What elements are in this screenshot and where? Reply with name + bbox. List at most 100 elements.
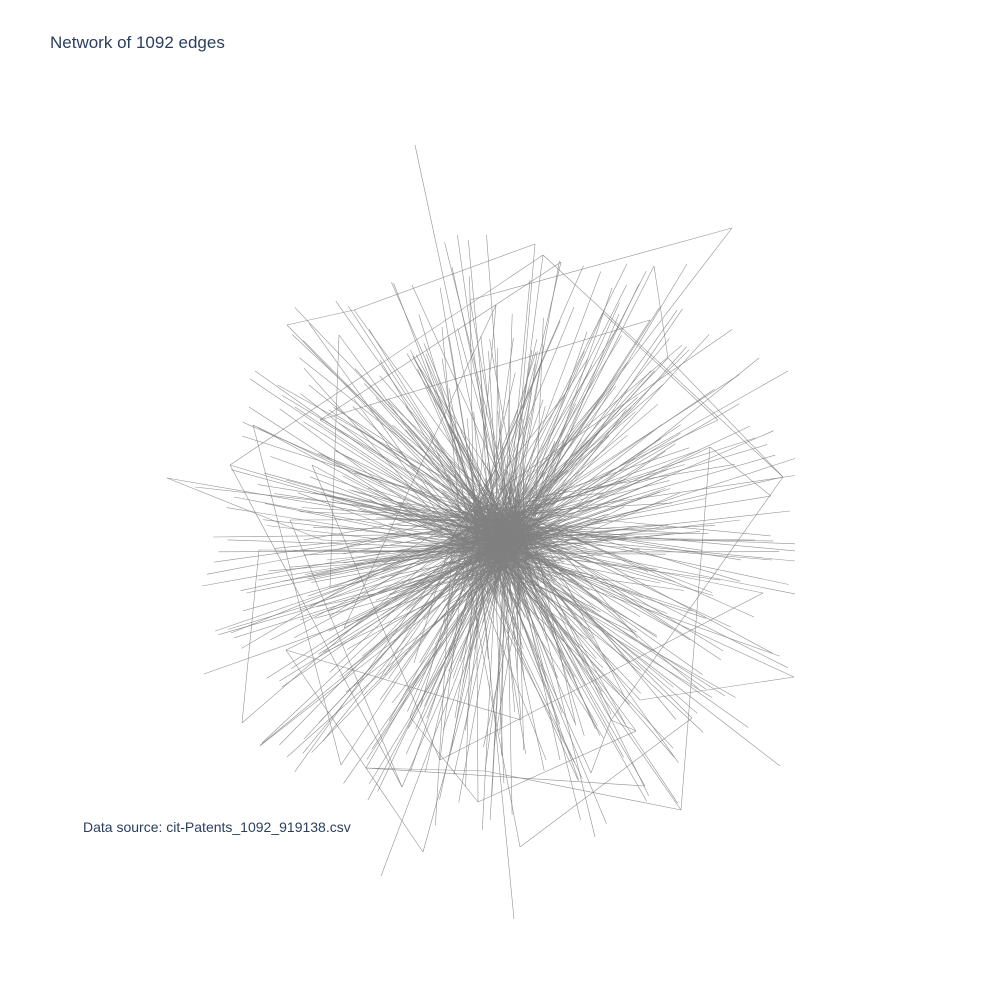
network-edge xyxy=(507,519,724,652)
network-edge xyxy=(252,424,342,766)
network-edge xyxy=(507,550,646,787)
network-edge xyxy=(476,556,579,780)
network-edge xyxy=(384,545,475,676)
network-edge xyxy=(457,235,501,544)
network-edge xyxy=(381,518,533,615)
network-edge xyxy=(469,276,474,508)
network-edge xyxy=(477,730,637,803)
network-edge xyxy=(497,510,500,533)
network-edge xyxy=(303,510,475,541)
network-edge xyxy=(286,309,355,326)
network-edge xyxy=(353,243,536,311)
network-edge xyxy=(491,536,497,550)
network-edge xyxy=(495,557,543,563)
network-edge xyxy=(494,542,545,771)
network-edge xyxy=(507,392,532,522)
network-edge xyxy=(482,532,499,830)
chart-title: Network of 1092 edges xyxy=(50,33,225,52)
network-edge xyxy=(523,496,632,537)
network-edge xyxy=(532,287,613,520)
network-edge xyxy=(602,312,719,421)
network-edge xyxy=(519,532,699,689)
network-edge xyxy=(347,305,506,547)
network-edge xyxy=(483,551,605,739)
network-edge xyxy=(508,565,685,591)
edge-layer xyxy=(166,144,796,920)
network-edge xyxy=(468,529,540,559)
network-edge xyxy=(289,519,403,788)
network-edge xyxy=(405,542,496,629)
network-edge xyxy=(279,526,494,746)
network-edge xyxy=(476,556,587,640)
network-edge xyxy=(258,427,491,554)
network-edge xyxy=(522,545,673,630)
network-edge xyxy=(452,516,505,536)
network-edge xyxy=(709,446,772,497)
network-edge xyxy=(477,475,513,530)
network-edge xyxy=(514,302,620,536)
network-edge xyxy=(268,552,491,572)
network-edge xyxy=(493,534,796,595)
network-edge xyxy=(501,552,505,756)
network-edge xyxy=(303,368,463,546)
network-edge xyxy=(377,551,492,792)
network-edge xyxy=(515,540,714,596)
network-edge xyxy=(461,320,561,546)
network-edge xyxy=(495,307,660,563)
network-edge xyxy=(494,542,529,593)
network-edge xyxy=(518,370,789,524)
network-edge xyxy=(397,525,494,527)
network-edge xyxy=(218,549,512,635)
network-edge xyxy=(389,540,491,721)
network-edge xyxy=(260,538,511,746)
network-edge xyxy=(473,411,485,552)
network-edge xyxy=(510,466,523,540)
network-edge xyxy=(433,532,489,627)
network-edge xyxy=(383,532,498,534)
network-edge xyxy=(458,546,506,803)
network-edge xyxy=(274,526,494,549)
network-edge xyxy=(365,767,646,787)
network-edge xyxy=(206,520,486,575)
network-edge xyxy=(509,351,538,540)
network-edge xyxy=(415,549,495,729)
network-edge xyxy=(514,525,731,628)
network-edge xyxy=(166,477,323,541)
network-edge xyxy=(440,552,505,619)
network-edge xyxy=(214,521,501,563)
network-edge xyxy=(511,541,541,550)
network-edge xyxy=(505,351,585,525)
network-edge xyxy=(484,770,682,811)
network-edge xyxy=(500,521,508,529)
network-edge xyxy=(460,431,511,535)
network-edge xyxy=(610,476,784,721)
network-edge xyxy=(395,505,495,520)
network-edge xyxy=(532,518,741,582)
network-edge xyxy=(514,522,554,536)
network-edge xyxy=(392,424,508,523)
network-edge xyxy=(492,396,639,527)
network-edge xyxy=(519,532,788,668)
network-edge xyxy=(453,521,511,540)
network-edge xyxy=(410,526,494,772)
network-edge xyxy=(477,528,519,555)
network-edge xyxy=(488,532,698,714)
network-edge xyxy=(279,408,453,536)
network-edge xyxy=(507,480,670,522)
network-edge xyxy=(285,649,522,721)
network-edge xyxy=(497,532,678,804)
network-edge xyxy=(505,492,680,568)
network-edge xyxy=(507,309,678,551)
network-edge xyxy=(450,537,490,751)
network-edge xyxy=(504,550,513,610)
network-edge xyxy=(347,521,508,582)
network-edge xyxy=(510,538,774,542)
network-edge xyxy=(497,532,516,561)
network-edge xyxy=(380,550,505,877)
network-edge xyxy=(227,548,495,630)
network-edge xyxy=(391,282,495,514)
network-edge xyxy=(489,430,774,554)
network-edge xyxy=(488,470,568,534)
network-edge xyxy=(264,503,463,546)
network-edge xyxy=(491,536,773,561)
